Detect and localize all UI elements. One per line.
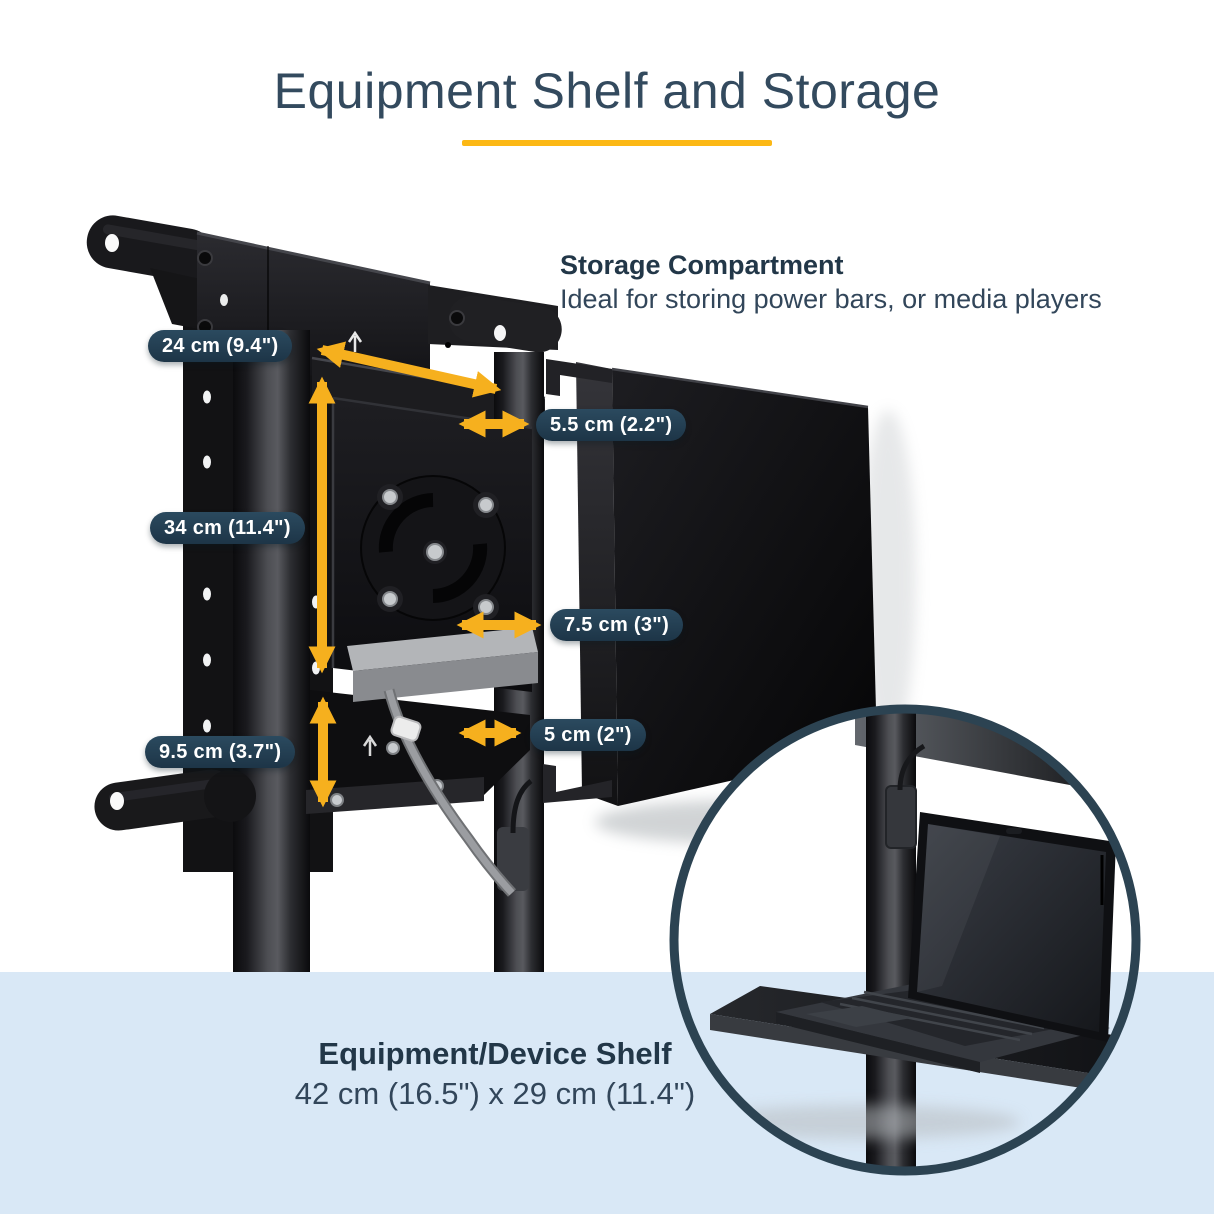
mount-bracket-photo [86, 215, 562, 972]
dimension-arrows [308, 341, 542, 808]
shelf-slab-front [353, 652, 538, 702]
box-front-face [612, 369, 877, 806]
callout-label: 9.5 cm (3.7") [159, 740, 282, 763]
device-shelf-dimensions: 42 cm (16.5") x 29 cm (11.4") [294, 1076, 696, 1111]
inset-cable [897, 743, 926, 791]
top-left-wing-bracket [86, 215, 214, 282]
inset-circle-photo [669, 704, 1141, 1176]
wing-hole [110, 792, 124, 810]
box-side-face [576, 362, 618, 806]
inset-circle-border [669, 704, 1141, 1176]
page-title: Equipment Shelf and Storage [273, 63, 941, 119]
dimension-callout-mount-width: 24 cm (9.4") [148, 330, 293, 362]
rotation-slot [378, 493, 434, 553]
callout-label: 5 cm (2") [544, 723, 632, 746]
storage-compartment-description: Ideal for storing power bars, or media p… [560, 284, 1102, 314]
laptop-touchpad [806, 1006, 912, 1027]
rotation-slot [432, 543, 488, 603]
pole-cable-clip [497, 827, 529, 891]
dimension-callout-gap-depth: 5 cm (2") [530, 719, 646, 751]
webcam-icon [1006, 828, 1022, 834]
box-top-hook [546, 359, 612, 396]
storage-compartment-text: Storage Compartment Ideal for storing po… [560, 248, 1102, 316]
callout-label: 24 cm (9.4") [162, 334, 279, 357]
device-shelf-text: Equipment/Device Shelf 42 cm (16.5") x 2… [150, 1034, 840, 1114]
dimension-callout-upper-depth: 5.5 cm (2.2") [536, 409, 687, 441]
bottom-left-wing-bracket [94, 769, 236, 831]
left-pole [233, 330, 310, 972]
pole-cable [510, 779, 533, 834]
laptop-base-edge [776, 1012, 980, 1073]
device-shelf-heading: Equipment/Device Shelf [318, 1036, 672, 1071]
dimension-arrow-mount-width [316, 341, 502, 398]
callout-label: 34 cm (11.4") [164, 516, 291, 539]
lower-bracket [310, 690, 530, 806]
box-bottom-hook [543, 764, 612, 803]
storage-compartment-heading: Storage Compartment [560, 250, 844, 280]
wing-hole [494, 325, 506, 341]
wing-hole [105, 234, 119, 252]
wing-hub [204, 770, 256, 822]
laptop-screen [917, 824, 1106, 1032]
screen-reflection [917, 824, 1000, 992]
callout-label: 5.5 cm (2.2") [550, 413, 673, 436]
dimension-callout-mount-height: 34 cm (11.4") [150, 512, 305, 544]
dimension-callout-lower-height: 9.5 cm (3.7") [145, 736, 296, 768]
dimension-callout-lower-depth: 7.5 cm (3") [550, 609, 684, 641]
box-top-edge [611, 367, 869, 409]
alignment-arrow-icon [362, 734, 378, 756]
top-right-wing-bracket [448, 295, 562, 353]
crossbar-highlight [196, 231, 431, 285]
callout-label: 7.5 cm (3") [564, 613, 670, 636]
cable-clip [390, 715, 422, 742]
storage-compartment-box [543, 359, 916, 844]
inset-cable-clip [885, 785, 917, 849]
title-underline-accent [462, 140, 772, 146]
